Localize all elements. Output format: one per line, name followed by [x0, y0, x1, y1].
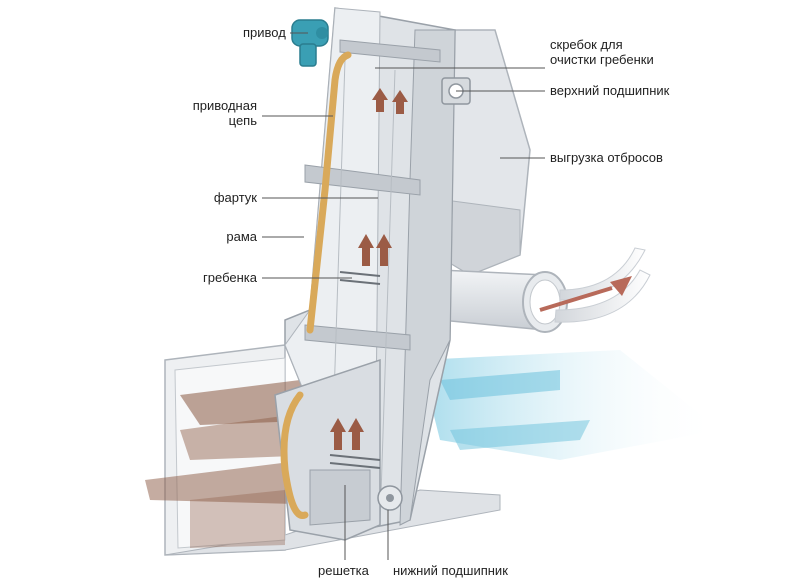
label-screen: решетка — [318, 563, 369, 578]
label-upper-bearing: верхний подшипник — [550, 83, 670, 98]
upward-arrows — [330, 88, 408, 450]
label-drive-chain: приводная цепь — [175, 98, 257, 128]
front-panel — [274, 358, 403, 541]
comb-rakes — [329, 271, 381, 469]
drive-chain — [280, 51, 352, 519]
label-scraper-line1: скребок для — [550, 37, 623, 52]
label-drive-chain-line2: цепь — [228, 113, 257, 128]
water-flow — [420, 350, 720, 460]
label-apron: фартук — [213, 190, 257, 205]
label-scraper: скребок для очистки гребенки — [550, 37, 654, 67]
motor-icon — [291, 19, 329, 67]
label-drive-chain-line1: приводная — [192, 98, 257, 113]
discharge-hopper — [444, 29, 531, 276]
leader-lines — [262, 32, 545, 560]
label-scraper-line2: очистки гребенки — [550, 52, 654, 67]
label-frame: рама — [226, 229, 257, 244]
label-comb: гребенка — [203, 270, 257, 285]
label-lower-bearing: нижний подшипник — [393, 563, 508, 578]
label-drive: привод — [243, 25, 286, 40]
label-discharge: выгрузка отбросов — [550, 150, 663, 165]
flow-arrow-icon — [610, 276, 632, 296]
